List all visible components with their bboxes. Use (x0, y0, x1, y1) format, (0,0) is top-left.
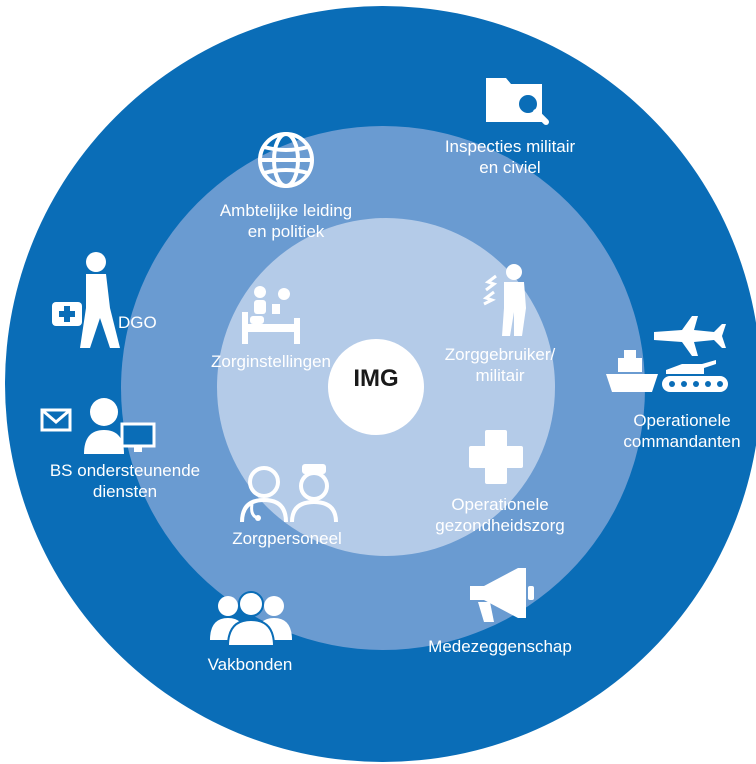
label-inspecties: Inspecties militair en civiel (420, 136, 600, 178)
label-inspecties-line-1: Inspecties militair (444, 137, 576, 156)
label-medezeggenschap-line-1: Medezeggenschap (428, 637, 572, 656)
label-vakbonden-line-1: Vakbonden (207, 655, 293, 674)
label-operationele-commandanten-line-1: Operationele (633, 411, 731, 430)
airplane-ship-tank-icon (604, 314, 732, 400)
label-dgo: DGO (118, 312, 178, 333)
label-operationele-commandanten: Operationele commandanten (612, 410, 752, 452)
label-zorginstellingen-line-1: Zorginstellingen (210, 352, 331, 371)
label-bs-ondersteunende-diensten-line-2: diensten (92, 482, 158, 501)
label-bs-ondersteunende-diensten: BS ondersteunende diensten (20, 460, 230, 502)
center-label: IMG (353, 365, 399, 392)
folder-search-icon (484, 68, 552, 126)
label-operationele-gezondheidszorg: Operationele gezondheidszorg (410, 494, 590, 536)
label-inspecties-line-2: en civiel (479, 158, 541, 177)
label-operationele-gezondheidszorg-line-2: gezondheidszorg (435, 516, 565, 535)
label-zorggebruiker-line-1: Zorggebruiker/ (444, 345, 556, 364)
center-circle (328, 339, 424, 435)
label-ambtelijke-leiding-line-1: Ambtelijke leiding (219, 201, 353, 220)
injured-soldier-icon (476, 262, 536, 338)
mail-person-computer-icon (40, 392, 156, 456)
group-icon (206, 590, 296, 646)
label-zorgpersoneel: Zorgpersoneel (204, 528, 370, 549)
medical-cross-icon (467, 428, 525, 486)
medic-walking-icon (50, 248, 124, 352)
label-zorginstellingen: Zorginstellingen (188, 351, 354, 372)
label-ambtelijke-leiding: Ambtelijke leiding en politiek (188, 200, 384, 242)
label-zorgpersoneel-line-1: Zorgpersoneel (232, 529, 342, 548)
hospital-bed-icon (238, 284, 304, 346)
label-ambtelijke-leiding-line-2: en politiek (247, 222, 325, 241)
label-zorggebruiker-line-2: militair (475, 366, 525, 385)
label-bs-ondersteunende-diensten-line-1: BS ondersteunende (49, 461, 201, 480)
label-vakbonden: Vakbonden (180, 654, 320, 675)
megaphone-icon (466, 564, 538, 624)
label-operationele-commandanten-line-2: commandanten (623, 432, 741, 451)
label-zorggebruiker: Zorggebruiker/ militair (420, 344, 580, 386)
label-medezeggenschap: Medezeggenschap (400, 636, 600, 657)
globe-icon (256, 130, 316, 190)
label-dgo-line-1: DGO (118, 313, 157, 332)
doctor-nurse-icon (238, 462, 342, 524)
label-operationele-gezondheidszorg-line-1: Operationele (451, 495, 549, 514)
